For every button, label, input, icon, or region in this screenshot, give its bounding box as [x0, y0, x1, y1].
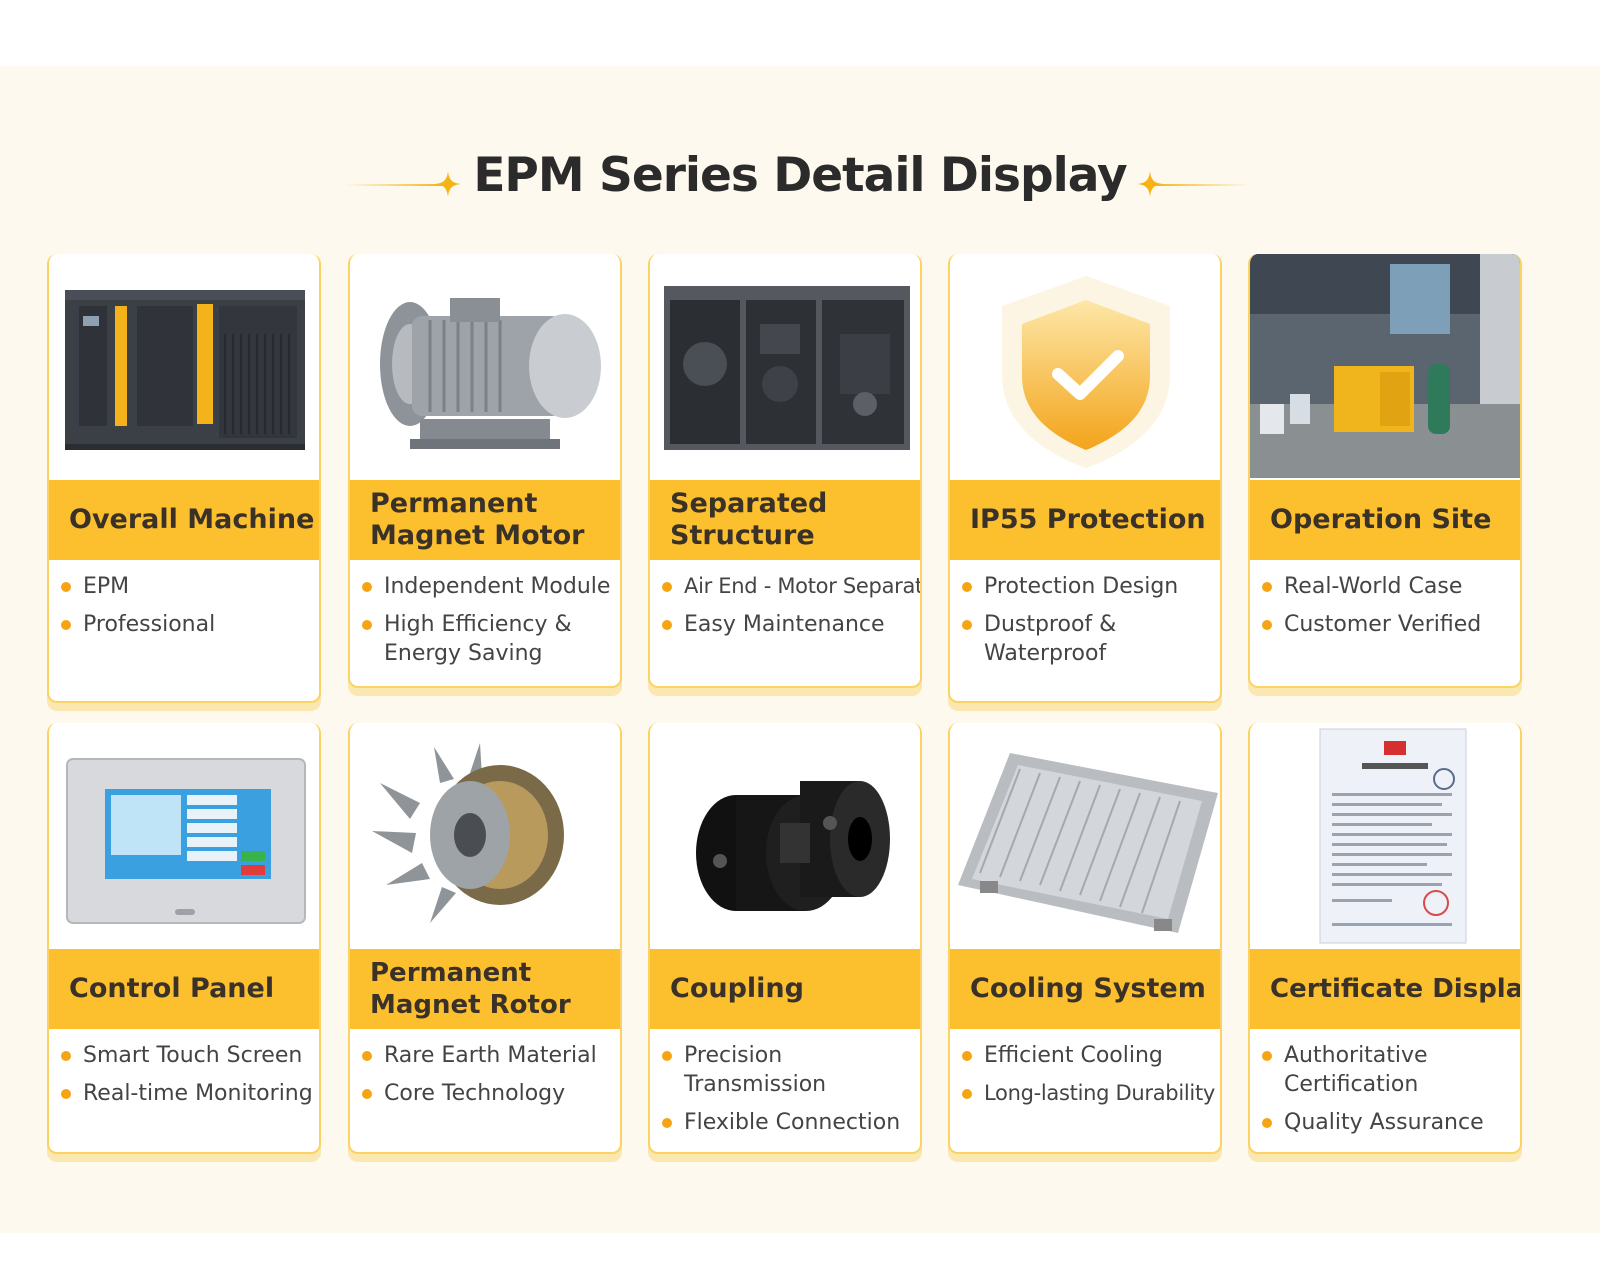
card-coupling: Coupling Precision Transmission Flexible… [648, 723, 922, 1154]
list-item: EPM [61, 572, 317, 601]
shield-check-icon [950, 254, 1220, 478]
list-item: High Efficiency & Energy Saving [362, 610, 618, 668]
card-control-panel: Control Panel Smart Touch Screen Real-ti… [47, 723, 321, 1154]
card-title-band: Operation Site [1250, 480, 1520, 560]
feature-list: Rare Earth Material Core Technology [350, 1041, 620, 1117]
list-item: Independent Module [362, 572, 618, 601]
air-compressor-image [49, 254, 319, 478]
card-title: Separated Structure [670, 488, 828, 551]
motor-image [350, 254, 620, 478]
card-title: Coupling [670, 973, 804, 1004]
card-title-band: Certificate Display [1250, 949, 1522, 1029]
feature-list: EPM Professional [49, 572, 319, 648]
certificate-image [1250, 723, 1520, 947]
list-item: Core Technology [362, 1079, 618, 1108]
list-item: Rare Earth Material [362, 1041, 618, 1070]
title-row: EPM Series Detail Display [0, 148, 1600, 218]
card-certificate-display: Certificate Display Authoritative Certif… [1248, 723, 1522, 1154]
feature-list: Air End - Motor Separation Easy Maintena… [650, 572, 920, 648]
title-decoration-line-right [1150, 184, 1250, 186]
list-item: Easy Maintenance [662, 610, 918, 639]
card-title: Cooling System [970, 973, 1206, 1004]
card-title: Overall Machine [69, 504, 315, 535]
list-item: Quality Assurance [1262, 1108, 1518, 1137]
card-title-band: Separated Structure [650, 480, 920, 560]
feature-list: Protection Design Dustproof & Waterproof [950, 572, 1220, 677]
card-title: Certificate Display [1270, 974, 1522, 1004]
card-separated-structure: Separated Structure Air End - Motor Sepa… [648, 254, 922, 688]
list-item: Real-time Monitoring [61, 1079, 317, 1108]
card-permanent-magnet-rotor: Permanent Magnet Rotor Rare Earth Materi… [348, 723, 622, 1154]
feature-list: Precision Transmission Flexible Connecti… [650, 1041, 920, 1146]
site-photo-image [1250, 254, 1520, 478]
card-ip55-protection: IP55 Protection Protection Design Dustpr… [948, 254, 1222, 703]
list-item: Flexible Connection [662, 1108, 918, 1137]
list-item: Customer Verified [1262, 610, 1518, 639]
feature-list: Real-World Case Customer Verified [1250, 572, 1520, 648]
feature-list: Independent Module High Efficiency & Ene… [350, 572, 620, 677]
list-item: Efficient Cooling [962, 1041, 1218, 1070]
touch-screen-image [49, 723, 319, 947]
list-item: Professional [61, 610, 317, 639]
card-title-band: Permanent Magnet Motor [350, 480, 620, 560]
list-item: Air End - Motor Separation [662, 572, 920, 601]
feature-list: Smart Touch Screen Real-time Monitoring [49, 1041, 319, 1117]
card-title-band: Coupling [650, 949, 920, 1029]
card-title-band: Cooling System [950, 949, 1220, 1029]
feature-list: Authoritative Certification Quality Assu… [1250, 1041, 1520, 1146]
list-item: Long-lasting Durability [962, 1079, 1218, 1108]
card-title: Permanent Magnet Rotor [370, 958, 571, 1020]
rotor-image [350, 723, 620, 947]
sparkle-icon [435, 171, 461, 197]
card-overall-machine: Overall Machine EPM Professional [47, 254, 321, 703]
card-title-band: IP55 Protection [950, 480, 1220, 560]
list-item: Dustproof & Waterproof [962, 610, 1218, 668]
card-permanent-magnet-motor: Permanent Magnet Motor Independent Modul… [348, 254, 622, 688]
page-title: EPM Series Detail Display [473, 148, 1127, 203]
card-title: IP55 Protection [970, 504, 1206, 535]
list-item: Precision Transmission [662, 1041, 918, 1099]
feature-list: Efficient Cooling Long-lasting Durabilit… [950, 1041, 1220, 1117]
card-operation-site: Operation Site Real-World Case Customer … [1248, 254, 1522, 688]
title-decoration-line-left [345, 184, 445, 186]
card-title-band: Permanent Magnet Rotor [350, 949, 620, 1029]
list-item: Authoritative Certification [1262, 1041, 1518, 1099]
card-title-band: Control Panel [49, 949, 319, 1029]
card-title: Control Panel [69, 973, 275, 1004]
card-cooling-system: Cooling System Efficient Cooling Long-la… [948, 723, 1222, 1154]
list-item: Protection Design [962, 572, 1218, 601]
card-title-band: Overall Machine [49, 480, 319, 560]
coupling-image [650, 723, 920, 947]
list-item: Real-World Case [1262, 572, 1518, 601]
internal-structure-image [650, 254, 920, 478]
cooler-image [950, 723, 1220, 947]
list-item: Smart Touch Screen [61, 1041, 317, 1070]
card-title: Permanent Magnet Motor [370, 488, 585, 551]
card-title: Operation Site [1270, 504, 1492, 535]
